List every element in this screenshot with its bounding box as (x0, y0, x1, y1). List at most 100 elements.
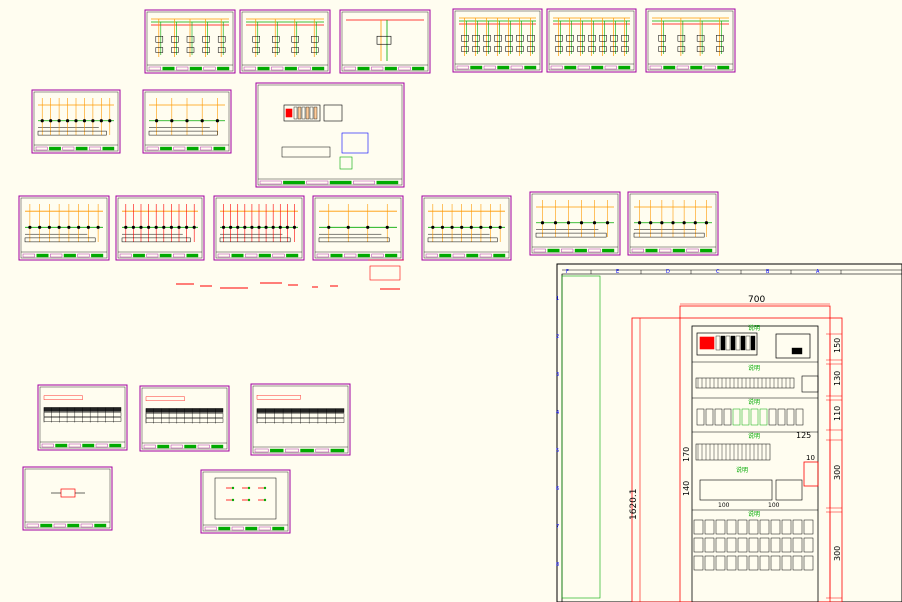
plc-power-module (699, 336, 715, 350)
terminal-symbol (292, 225, 297, 229)
sheet-inner-border (647, 10, 734, 71)
sheet-inner-border (215, 197, 303, 259)
title-block-cell (479, 253, 492, 258)
cabinet-layout-drawing: 700 1620.1 125 170 140 10 15013011030030… (556, 263, 902, 602)
breaker-symbol (217, 36, 226, 43)
title-block-cell (173, 253, 185, 258)
ruler-number: 8 (556, 562, 559, 568)
title-block-cell (690, 65, 703, 70)
title-block-cell (330, 253, 343, 258)
contactor-symbol (588, 46, 596, 52)
breaker-symbol (171, 36, 179, 43)
title-block-cell (466, 253, 479, 258)
terminal-symbol (221, 225, 226, 229)
terminal-symbol (346, 225, 350, 229)
breaker-symbol (696, 35, 705, 42)
title-block-cell (524, 65, 537, 70)
cabinet-sheet-inner-frame (561, 273, 902, 602)
plc-io-module (715, 335, 721, 351)
marker-dot (247, 486, 251, 490)
sheet-inner-border (24, 468, 111, 529)
plc-io-module (725, 335, 731, 351)
terminal-symbol (671, 221, 675, 225)
title-block-cell (550, 65, 563, 70)
title-block-cell (133, 253, 145, 258)
terminal-symbol (431, 225, 435, 229)
schematic-sheet (250, 383, 351, 456)
plc-power-module (285, 108, 293, 118)
plc-io-module (745, 335, 751, 351)
schematic-sheet (452, 8, 543, 73)
title-block-cell (91, 253, 104, 258)
cabinet-title-block (561, 275, 601, 599)
breaker-module (737, 519, 748, 535)
terminal-strip (427, 237, 498, 243)
breaker-symbol (311, 36, 319, 43)
breaker-module (792, 555, 803, 571)
plc-io-module (740, 335, 746, 351)
table-header (256, 395, 301, 400)
terminal-symbol (460, 225, 464, 229)
schematic-sheet (115, 195, 205, 261)
title-block-cell (50, 253, 63, 258)
mid-dim-b: 140 (682, 481, 691, 496)
plc-io-module (301, 106, 306, 120)
breaker (732, 408, 741, 426)
breaker-symbol (577, 35, 585, 42)
title-block-cell (591, 65, 604, 70)
contactor-symbol (527, 46, 535, 52)
contactor-symbol (716, 46, 724, 52)
title-block-cell (217, 253, 230, 258)
title-block-cell (258, 526, 271, 531)
terminal-symbol (479, 225, 483, 229)
title-block-cell (645, 248, 658, 253)
title-block-cell (329, 180, 352, 185)
plc-io-module (297, 106, 302, 120)
title-block-cell (40, 523, 53, 528)
contactor-symbol (566, 46, 574, 52)
ruler-number: 4 (556, 410, 559, 416)
terminal-symbol (77, 225, 81, 229)
terminal-symbol (488, 225, 493, 229)
sheet-border (115, 195, 205, 261)
title-block-cell (686, 248, 699, 253)
breaker (705, 408, 714, 426)
title-block-cell (547, 248, 560, 253)
breaker-symbol (516, 35, 524, 42)
title-block-cell (36, 253, 49, 258)
title-block-cell (602, 248, 615, 253)
marker-dot (263, 498, 267, 502)
title-block-cell (412, 66, 425, 71)
terminal-block (281, 146, 331, 158)
schematic-sheets (18, 8, 736, 534)
section-dimension: 110 (833, 406, 842, 421)
breaker-symbol (494, 35, 502, 42)
ruler-letter: D (666, 269, 670, 275)
plc-io-module (750, 335, 756, 351)
section-label: 说明 (736, 466, 748, 474)
title-block-cell (470, 65, 483, 70)
title-block-cell (271, 66, 284, 71)
contactor-symbol (516, 46, 524, 52)
schematic-sheet (200, 469, 291, 534)
title-block-cell (574, 248, 587, 253)
breaker-module (770, 537, 781, 553)
breaker-module (737, 537, 748, 553)
schematic-sheet (546, 8, 637, 73)
title-block-cell (218, 526, 231, 531)
terminal-symbol (185, 225, 189, 229)
terminal-symbol (192, 225, 196, 229)
breaker-symbol (658, 35, 666, 42)
title-block-cell (283, 180, 305, 185)
sheet-border (339, 9, 431, 74)
title-block-cell (676, 65, 689, 70)
section-dimension: 130 (833, 371, 842, 386)
breaker (696, 408, 705, 426)
terminal-symbol (47, 225, 51, 229)
title-block-cell (143, 444, 156, 449)
terminal-symbol (498, 225, 502, 229)
title-block-cell (493, 253, 506, 258)
sheet-border (312, 195, 404, 261)
schematic-sheet (645, 8, 736, 73)
